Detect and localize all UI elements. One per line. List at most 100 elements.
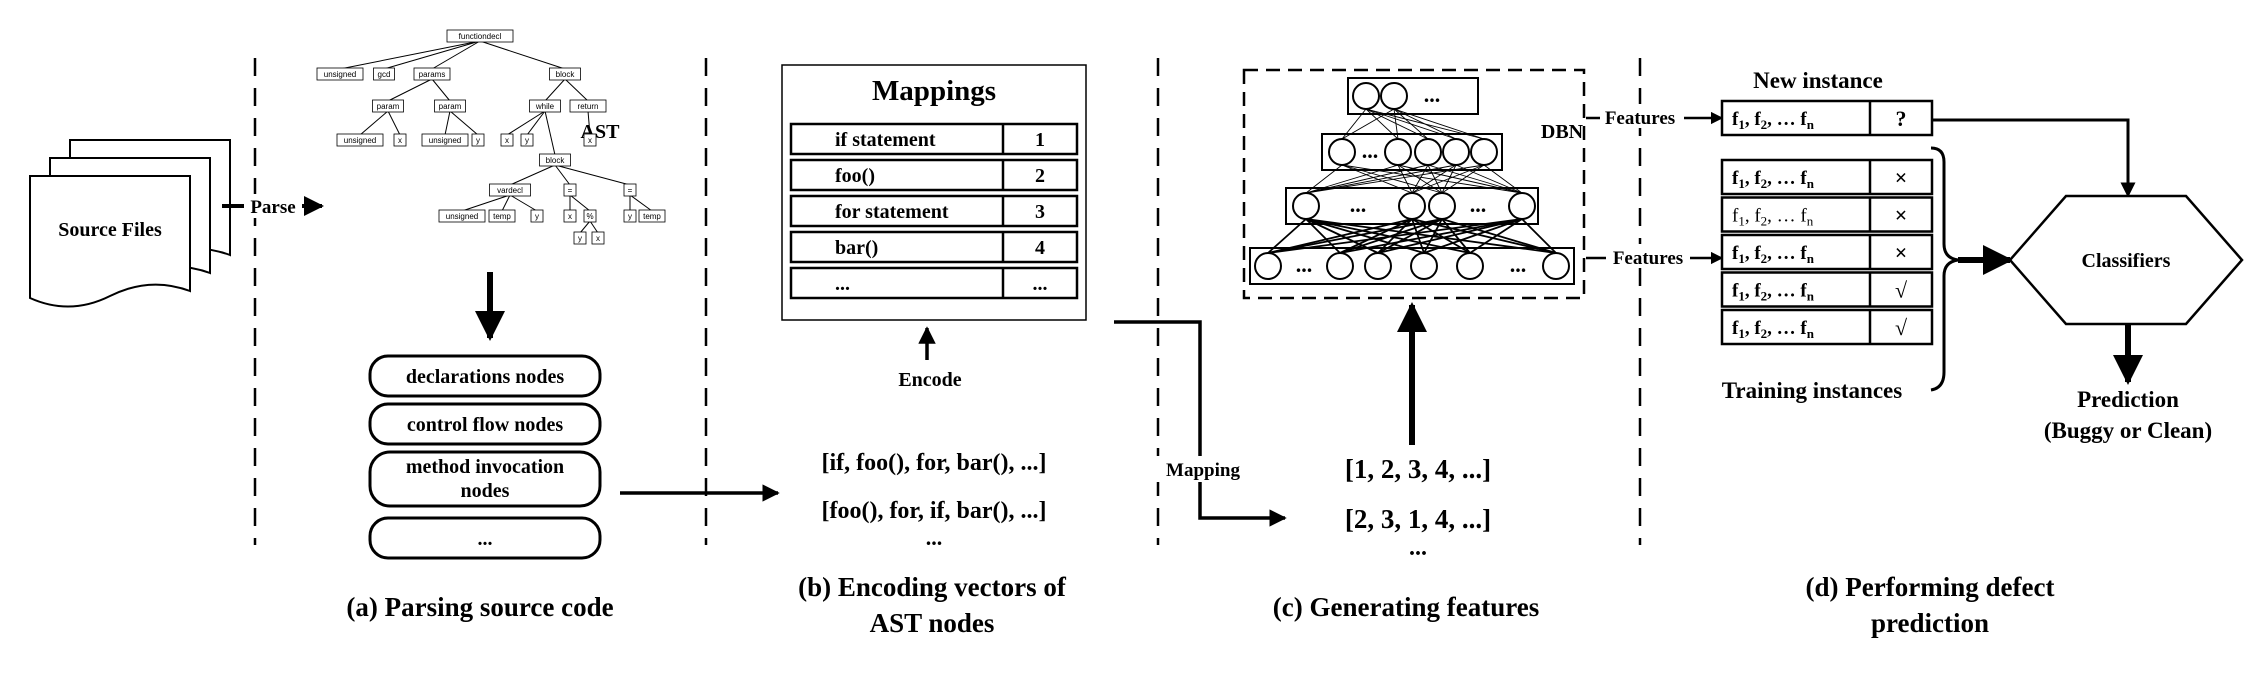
int-vector: [1, 2, 3, 4, ...] — [1345, 454, 1491, 484]
dbn-unit — [1352, 82, 1380, 110]
ast-node-label: x — [596, 234, 600, 243]
prediction-outcome: (Buggy or Clean) — [2044, 418, 2212, 443]
ast-node-label: % — [586, 212, 593, 221]
ast-node — [471, 133, 485, 147]
instance-label: ? — [1896, 106, 1907, 131]
token-vector: [if, foo(), for, bar(), ...] — [821, 450, 1046, 476]
ast-node — [623, 209, 637, 223]
node-type-label: ... — [478, 528, 493, 550]
ast-node — [413, 67, 451, 81]
dbn-layer — [1285, 187, 1539, 225]
ast-node-label: unsigned — [429, 136, 461, 145]
caption-b-line2: AST nodes — [870, 608, 995, 638]
ast-node — [373, 67, 395, 81]
ast-node-label: vardecl — [497, 186, 523, 195]
dbn-label: DBN — [1541, 121, 1584, 143]
mapping-token: bar() — [835, 237, 878, 259]
ast-node-label: block — [556, 70, 576, 79]
dbn-unit — [1542, 252, 1570, 280]
dbn-ellipsis: ... — [1350, 192, 1367, 217]
new-instance-title: New instance — [1753, 68, 1883, 93]
ast-node — [393, 133, 407, 147]
ast-node-label: y — [628, 212, 632, 221]
encode-label: Encode — [898, 369, 961, 391]
dbn-unit — [1410, 252, 1438, 280]
dbn-unit — [1456, 252, 1484, 280]
ast-edge — [339, 40, 481, 70]
parse-label: Parse — [250, 197, 295, 218]
node-type-pill — [368, 516, 602, 560]
ast-node-label: param — [377, 102, 400, 111]
features-label-bottom: Features — [1613, 248, 1683, 269]
caption-b-line1: (b) Encoding vectors of — [798, 572, 1067, 602]
ast-node — [583, 133, 597, 147]
ast-node — [529, 99, 561, 113]
ast-node-label: unsigned — [344, 136, 376, 145]
ast-edge — [579, 220, 591, 234]
ast-node-label: x — [588, 136, 592, 145]
mapping-token: if statement — [835, 129, 936, 151]
mapping-row — [789, 158, 1079, 192]
ast-node-label: functiondecl — [459, 32, 502, 41]
ast-edge — [564, 78, 589, 102]
ast-node — [446, 29, 514, 43]
ast-node — [591, 231, 605, 245]
ast-edge — [589, 220, 599, 234]
mapping-id: 2 — [1035, 165, 1045, 187]
mapping-id: ... — [1033, 273, 1048, 295]
mapping-token: ... — [835, 273, 850, 295]
classifiers-hexagon — [2008, 194, 2244, 326]
ast-node-label: x — [398, 136, 402, 145]
caption-d-line2: prediction — [1871, 608, 1989, 638]
caption-c: (c) Generating features — [1273, 592, 1539, 622]
ast-edge — [554, 164, 631, 186]
instance-label: × — [1895, 165, 1908, 190]
ast-node — [488, 209, 516, 223]
ast-node-label: while — [535, 102, 555, 111]
ast-node — [549, 67, 581, 81]
ast-node — [434, 99, 466, 113]
dbn-unit — [1428, 192, 1456, 220]
dbn-layer — [1347, 77, 1479, 115]
dbn-frame — [1242, 68, 1586, 300]
ast-edge — [359, 110, 389, 136]
ast-node — [336, 133, 384, 147]
ast-node — [583, 209, 597, 223]
ast-node-label: gcd — [378, 70, 391, 79]
dbn-ellipsis: ... — [1296, 252, 1313, 277]
ast-node — [372, 99, 404, 113]
dbn-unit — [1384, 138, 1412, 166]
mapping-arrow — [1114, 320, 1287, 527]
dbn-unit — [1328, 138, 1356, 166]
dbn-ellipsis: ... — [1510, 252, 1527, 277]
ast-node-label: unsigned — [446, 212, 478, 221]
ast-edge — [387, 78, 433, 102]
ast-node — [530, 209, 544, 223]
ast-node — [638, 209, 666, 223]
dbn-unit — [1292, 192, 1320, 220]
ast-edge — [509, 164, 556, 186]
ast-node — [438, 209, 486, 223]
source-file-sheet-front — [29, 175, 191, 308]
dbn-layer — [1249, 247, 1575, 285]
node-type-label-line2: nodes — [461, 480, 510, 502]
dbn-unit — [1364, 252, 1392, 280]
ast-node — [563, 183, 577, 197]
ast-edge — [431, 40, 481, 70]
dbn-ellipsis: ... — [1362, 138, 1379, 163]
ast-node-label: x — [568, 212, 572, 221]
node-type-pill — [368, 450, 602, 508]
mapping-row — [789, 122, 1079, 156]
ast-edge — [544, 78, 566, 102]
dbn-unit — [1442, 138, 1470, 166]
ast-node — [520, 133, 534, 147]
ast-edge — [383, 40, 481, 70]
ast-node-label: y — [525, 136, 529, 145]
ast-edge — [554, 164, 571, 186]
ast-node — [316, 67, 364, 81]
ast-edge — [526, 110, 546, 136]
ast-edge — [501, 194, 511, 212]
ast-edge — [387, 110, 401, 136]
